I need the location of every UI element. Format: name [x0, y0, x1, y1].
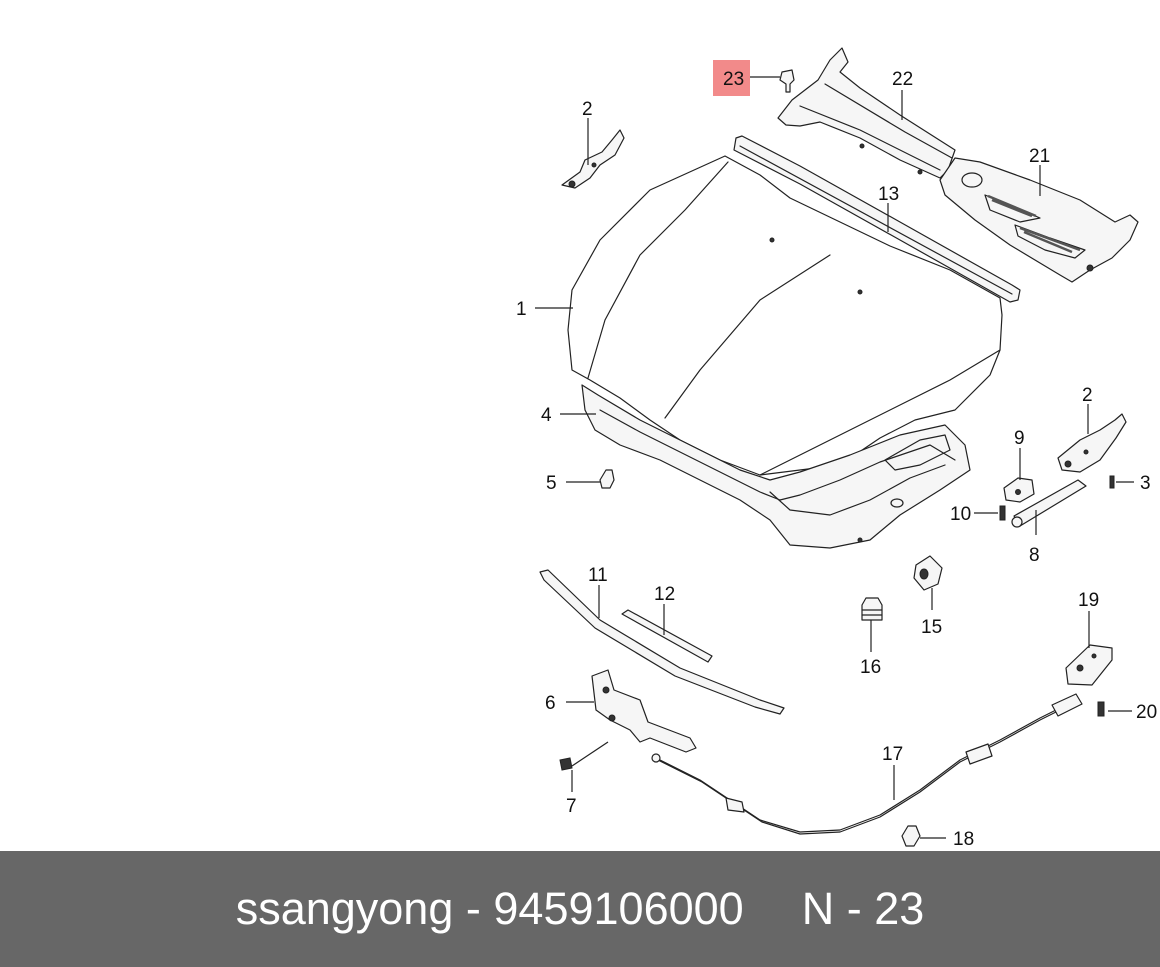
gas-strut-bracket	[1003, 477, 1035, 503]
cable-clip	[901, 825, 921, 847]
position-separator: -	[846, 883, 862, 934]
cowl-top-left	[777, 47, 956, 179]
callout-23[interactable]: 23	[723, 69, 744, 90]
callout-1[interactable]: 1	[516, 299, 527, 320]
callout-21[interactable]: 21	[1029, 146, 1050, 167]
callout-17[interactable]: 17	[882, 744, 903, 765]
cowl-grille	[939, 157, 1139, 283]
callout-10[interactable]: 10	[950, 504, 971, 525]
callout-4[interactable]: 4	[541, 405, 552, 426]
hood-buffer	[861, 597, 883, 621]
callout-19[interactable]: 19	[1078, 590, 1099, 611]
front-seal-strip	[539, 569, 785, 715]
part-number: 9459106000	[493, 883, 744, 934]
hood-latch	[591, 669, 697, 753]
parts-diagram: 23 22 2 21 13 1 4 2 9 3 5 10 8 11 12 15 …	[516, 47, 1157, 850]
callout-11[interactable]: 11	[588, 565, 608, 586]
callout-16[interactable]: 16	[860, 657, 881, 678]
callout-18[interactable]: 18	[953, 829, 974, 850]
leader-lines	[535, 76, 1134, 839]
hood-panel	[567, 155, 1003, 476]
footer-separator: -	[465, 883, 481, 934]
front-seal-strip-small	[621, 609, 713, 663]
callout-3[interactable]: 3	[1140, 473, 1151, 494]
screw-20	[1097, 701, 1105, 717]
position-prefix: N	[801, 883, 835, 934]
position-number: 23	[874, 883, 925, 934]
callout-7[interactable]: 7	[566, 796, 577, 817]
bolt-7	[559, 757, 573, 771]
rubber-stopper	[599, 469, 615, 489]
callout-5[interactable]: 5	[546, 473, 557, 494]
bolt-3	[1109, 475, 1115, 489]
callout-2-top[interactable]: 2	[582, 99, 593, 120]
hood-hinge-left	[561, 129, 625, 189]
callout-8[interactable]: 8	[1029, 545, 1040, 566]
callout-20[interactable]: 20	[1136, 702, 1157, 723]
hood-weatherstrip	[733, 135, 1021, 303]
callout-labels: 23 22 2 21 13 1 4 2 9 3 5 10 8 11 12 15 …	[516, 69, 1157, 850]
retainer-clip	[779, 69, 795, 93]
callout-6[interactable]: 6	[545, 693, 556, 714]
part-footer: ssangyong - 9459106000 N - 23	[0, 851, 1160, 967]
release-cable	[651, 693, 1083, 835]
callout-13[interactable]: 13	[878, 184, 899, 205]
release-handle-bracket	[1065, 644, 1113, 686]
bolt-10	[999, 505, 1006, 521]
brand-name: ssangyong	[235, 883, 454, 934]
gas-strut	[1011, 479, 1087, 528]
callout-15[interactable]: 15	[921, 617, 942, 638]
callout-23-highlight	[713, 60, 750, 96]
rubber-bushing	[913, 555, 943, 591]
callout-22[interactable]: 22	[892, 69, 913, 90]
callout-12[interactable]: 12	[654, 584, 675, 605]
hood-inner-panel	[581, 384, 971, 549]
callout-9[interactable]: 9	[1014, 428, 1025, 449]
callout-2-right[interactable]: 2	[1082, 385, 1093, 406]
hood-hinge-right	[1057, 413, 1127, 473]
